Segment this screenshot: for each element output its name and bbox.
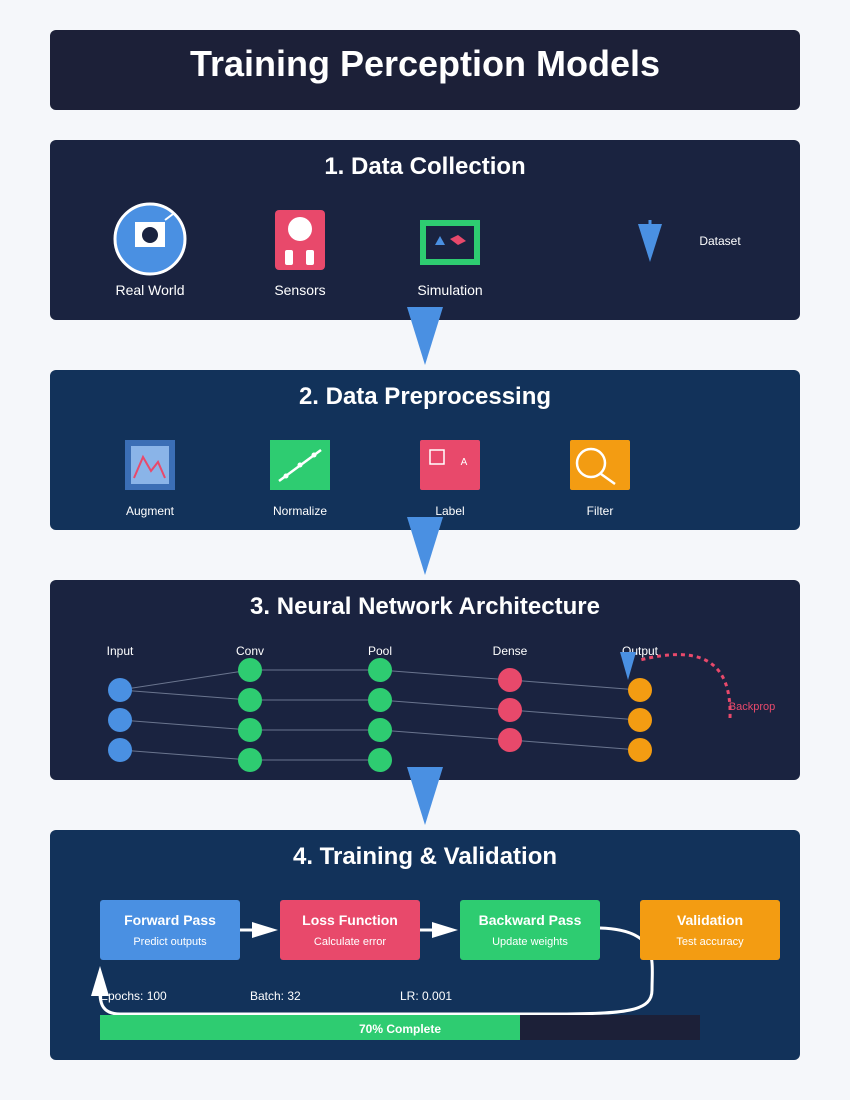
neuron-node <box>368 658 392 682</box>
label-icon: A <box>420 440 480 490</box>
network-connections <box>119 669 641 761</box>
step-arrow-icon <box>240 922 278 938</box>
sensors-icon <box>275 210 325 270</box>
forward-pass-title: Forward Pass <box>124 912 216 928</box>
loss-function-title: Loss Function <box>302 912 398 928</box>
neuron-node <box>108 708 132 732</box>
neuron-node <box>108 738 132 762</box>
section-title-collection: 1. Data Collection <box>324 153 525 180</box>
lr-param: LR: 0.001 <box>400 989 452 1003</box>
epochs-param: Epochs: 100 <box>100 989 167 1003</box>
validation-subtitle: Test accuracy <box>676 936 744 948</box>
neuron-node <box>238 688 262 712</box>
backward-pass-subtitle: Update weights <box>492 936 568 948</box>
step-arrow-icon <box>420 922 458 938</box>
dataset-arrow-icon <box>638 220 662 262</box>
progress-label: 70% Complete <box>359 1022 441 1036</box>
neuron-node <box>498 668 522 692</box>
flow-arrow-icon <box>407 517 443 575</box>
backprop-label: Backprop <box>729 701 775 713</box>
backprop-arrowhead-icon <box>620 652 636 680</box>
page-title: Training Perception Models <box>190 43 660 84</box>
conv-layer-nodes <box>238 658 262 772</box>
label-label: Label <box>435 504 464 518</box>
loop-arrowhead-icon <box>91 966 109 996</box>
real-world-label: Real World <box>116 282 185 298</box>
pool-layer-nodes <box>368 658 392 772</box>
neuron-node <box>238 658 262 682</box>
filter-magnifier-icon <box>570 440 630 490</box>
neuron-node <box>238 718 262 742</box>
augment-icon <box>125 440 175 490</box>
section-training-validation <box>50 830 800 1060</box>
validation-title: Validation <box>677 912 743 928</box>
simulation-label: Simulation <box>417 282 482 298</box>
section-title-network: 3. Neural Network Architecture <box>250 593 600 620</box>
forward-pass-subtitle: Predict outputs <box>133 936 207 948</box>
layer-label-conv: Conv <box>236 644 264 658</box>
normalize-icon <box>270 440 330 490</box>
filter-label: Filter <box>587 504 614 518</box>
flow-arrow-icon <box>407 767 443 825</box>
flow-arrow-icon <box>407 307 443 365</box>
neuron-node <box>498 728 522 752</box>
dense-layer-nodes <box>498 668 522 752</box>
neuron-node <box>368 748 392 772</box>
section-neural-network <box>50 580 800 780</box>
section-title-training: 4. Training & Validation <box>293 843 557 870</box>
neuron-node <box>628 738 652 762</box>
neuron-node <box>368 718 392 742</box>
neuron-node <box>498 698 522 722</box>
output-layer-nodes <box>628 678 652 762</box>
normalize-label: Normalize <box>273 504 327 518</box>
neuron-node <box>628 678 652 702</box>
loss-function-subtitle: Calculate error <box>314 936 386 948</box>
forward-pass-box <box>100 900 240 960</box>
neuron-node <box>368 688 392 712</box>
simulation-icon <box>420 220 480 265</box>
validation-box <box>640 900 780 960</box>
layer-label-input: Input <box>107 644 134 658</box>
backprop-arrow <box>639 653 732 719</box>
input-layer-nodes <box>108 678 132 762</box>
title-banner <box>50 30 800 110</box>
label-icon-glyph: A <box>461 457 468 468</box>
layer-label-dense: Dense <box>493 644 528 658</box>
dataset-label: Dataset <box>699 234 741 248</box>
loss-function-box <box>280 900 420 960</box>
sensors-label: Sensors <box>274 282 325 298</box>
real-world-icon <box>113 202 187 276</box>
batch-param: Batch: 32 <box>250 989 301 1003</box>
layer-label-pool: Pool <box>368 644 392 658</box>
neuron-node <box>238 748 262 772</box>
neuron-node <box>628 708 652 732</box>
neuron-node <box>108 678 132 702</box>
augment-label: Augment <box>126 504 175 518</box>
backward-pass-box <box>460 900 600 960</box>
progress-fill <box>100 1015 520 1040</box>
backward-pass-title: Backward Pass <box>479 912 582 928</box>
section-title-preprocessing: 2. Data Preprocessing <box>299 383 551 410</box>
